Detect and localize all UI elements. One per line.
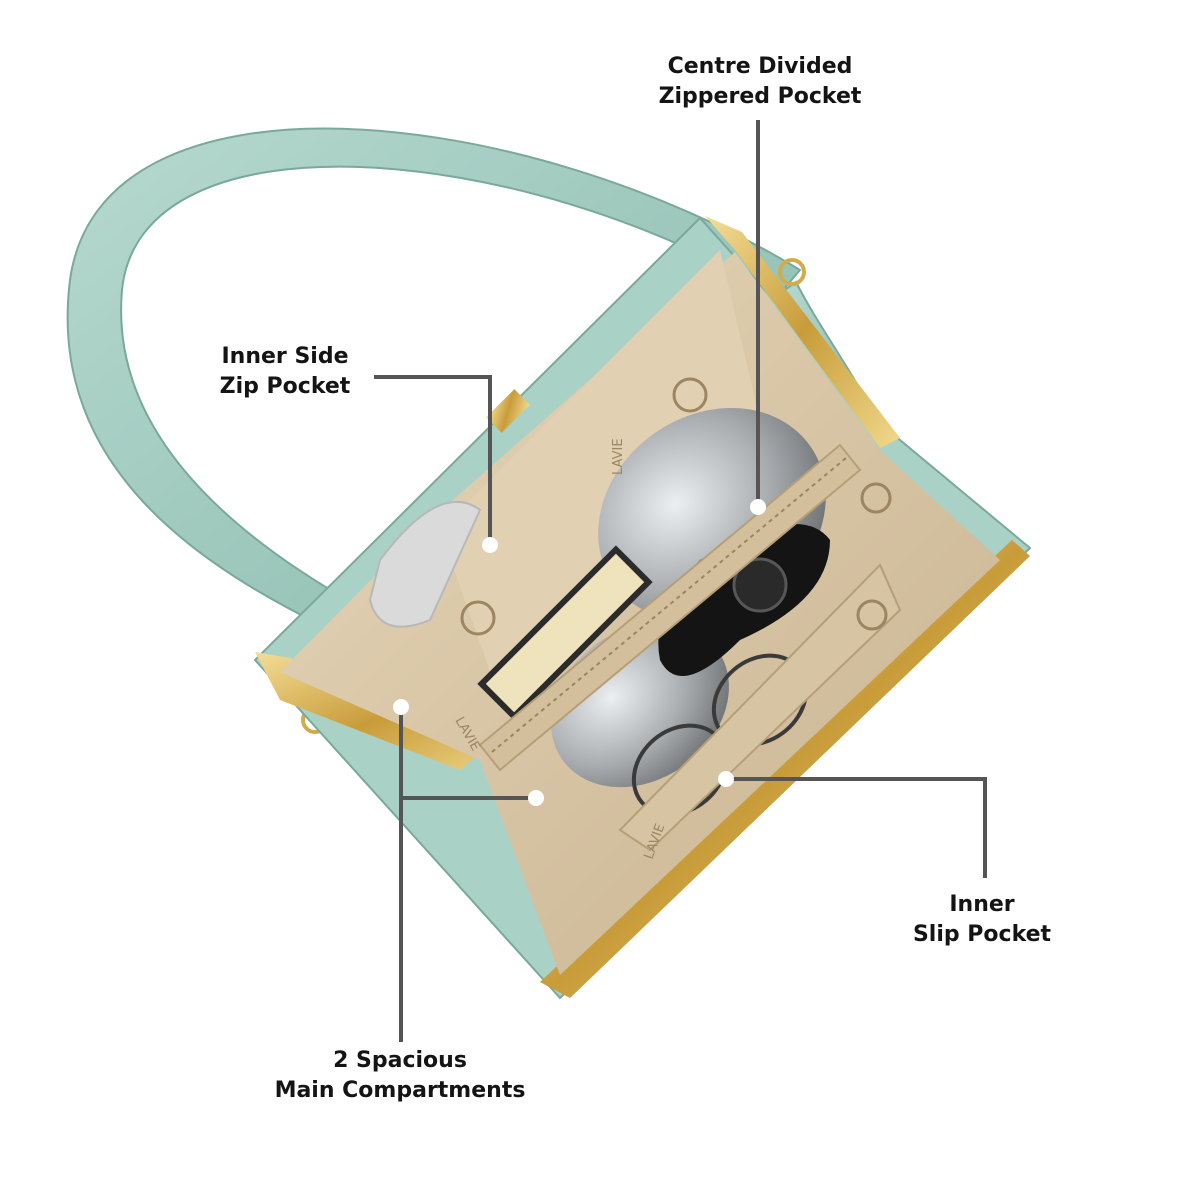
centre-divider	[478, 443, 862, 772]
leader-slip-pocket	[726, 777, 987, 878]
lining-logo	[460, 377, 892, 636]
callout-line: 2 Spacious	[333, 1048, 467, 1073]
callout-line: Zippered Pocket	[658, 84, 862, 109]
marker-main-compartment-1	[393, 699, 409, 715]
marker-slip-pocket	[718, 771, 734, 787]
marker-centre-pocket	[750, 499, 766, 515]
leader-lines	[374, 120, 987, 1042]
callout-line: Inner	[949, 892, 1015, 917]
callout-centre-divided-pocket: Centre Divided Zippered Pocket	[620, 52, 900, 112]
callout-line: Zip Pocket	[219, 374, 351, 399]
d-ring	[778, 258, 806, 286]
callout-markers	[393, 499, 766, 806]
marker-side-pocket	[482, 537, 498, 553]
phone	[368, 500, 482, 628]
callout-inner-slip-pocket: Inner Slip Pocket	[882, 890, 1082, 950]
slip-pocket	[618, 563, 902, 852]
callout-inner-side-zip-pocket: Inner Side Zip Pocket	[180, 342, 390, 402]
notebook	[477, 545, 653, 721]
callout-line: Centre Divided	[667, 54, 853, 79]
leader-side-pocket	[374, 375, 492, 545]
callout-line: Slip Pocket	[912, 922, 1052, 947]
callout-main-compartments: 2 Spacious Main Compartments	[250, 1046, 550, 1106]
marker-main-compartment-2	[528, 790, 544, 806]
svg-text:LAVIE: LAVIE	[611, 438, 626, 475]
callout-line: Main Compartments	[274, 1078, 526, 1103]
flip-flop-logo	[732, 557, 788, 613]
callout-line: Inner Side	[221, 344, 349, 369]
